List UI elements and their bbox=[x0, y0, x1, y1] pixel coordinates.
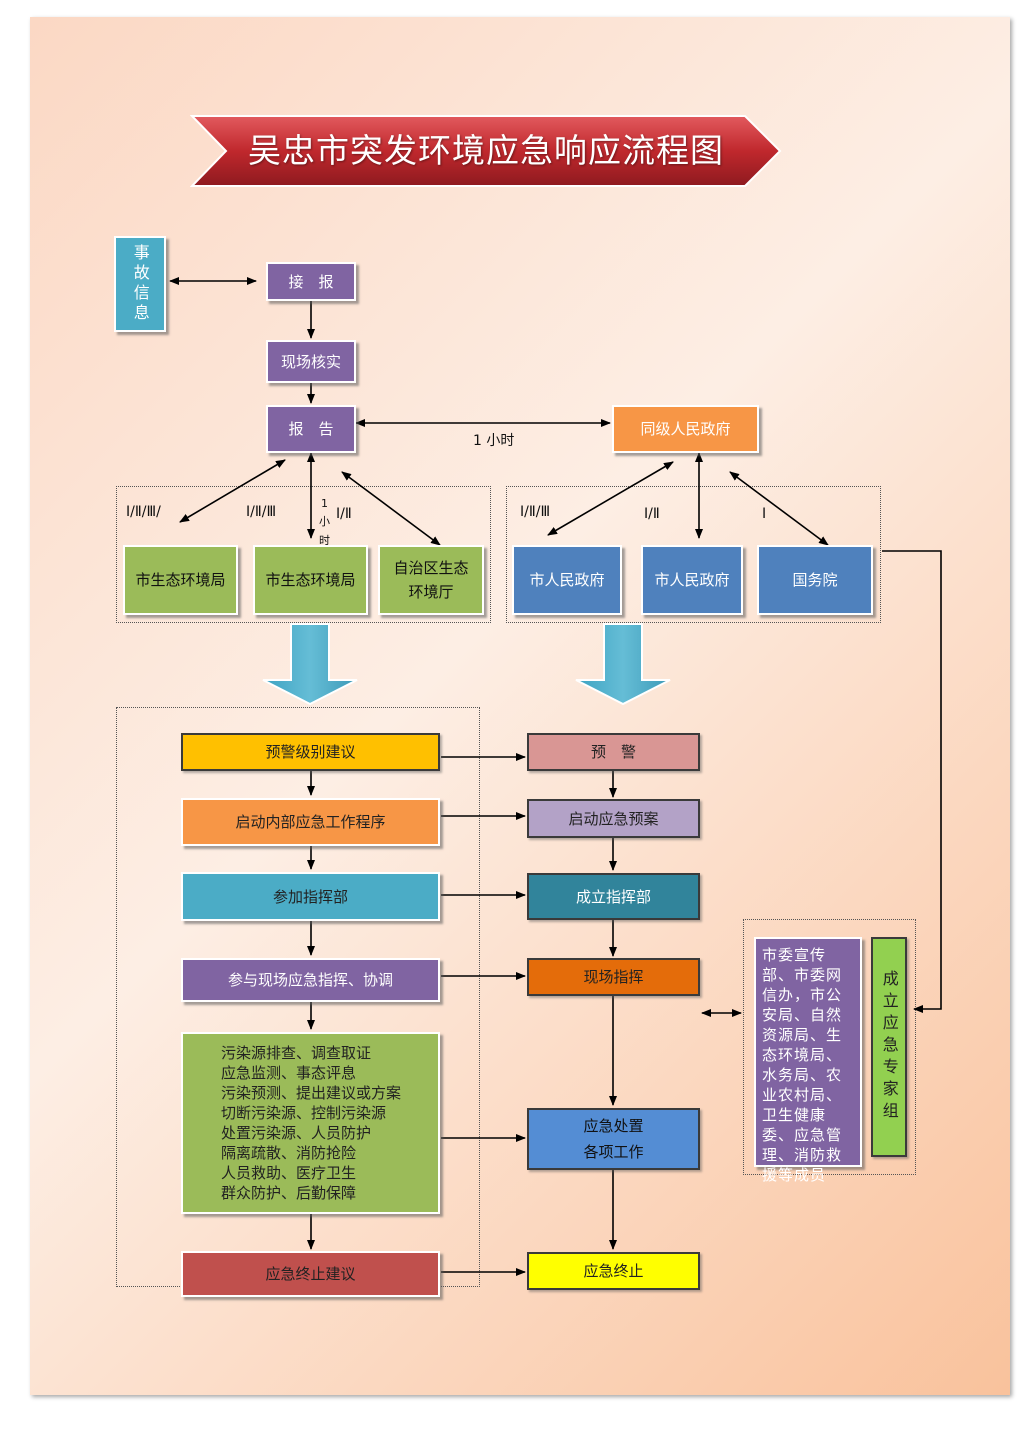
same-level-gov-label: 同级人民政府 bbox=[640, 420, 731, 438]
same-level-gov-node: 同级人民政府 bbox=[612, 405, 759, 453]
tasks-node: 污染源排查、调查取证 应急监测、事态评息 污染预测、提出建议或方案 切断污染源、… bbox=[181, 1032, 440, 1214]
city-gov-label-1: 市人民政府 bbox=[529, 571, 605, 589]
region-eco-node: 自治区生态环境厅 bbox=[378, 545, 484, 615]
page-title: 吴忠市突发环境应急响应流程图 bbox=[248, 131, 724, 170]
eco-bureau-label-1: 市生态环境局 bbox=[135, 571, 226, 589]
level-label-e: Ⅰ/Ⅱ/Ⅲ bbox=[520, 504, 551, 520]
site-command-node: 现场指挥 bbox=[527, 958, 700, 996]
city-gov-label-2: 市人民政府 bbox=[654, 571, 730, 589]
task-item-6: 隔离疏散、消防抢险 bbox=[221, 1144, 357, 1162]
verify-node: 现场核实 bbox=[266, 340, 356, 383]
task-item-8: 群众防护、后勤保障 bbox=[221, 1184, 357, 1202]
gov-group-container bbox=[506, 486, 881, 623]
warning-level-label: 预警级别建议 bbox=[265, 743, 356, 761]
site-command-label: 现场指挥 bbox=[583, 968, 644, 986]
task-item-5: 处置污染源、人员防护 bbox=[221, 1124, 372, 1142]
start-plan-label: 启动应急预案 bbox=[568, 809, 659, 828]
end-suggest-label: 应急终止建议 bbox=[265, 1265, 356, 1283]
one-hour-vertical-1: 小 bbox=[319, 515, 330, 528]
level-label-a: Ⅰ/Ⅱ/Ⅲ/ bbox=[126, 504, 161, 520]
end-node: 应急终止 bbox=[527, 1252, 700, 1290]
one-hour-vertical-2: 时 bbox=[319, 534, 330, 547]
task-item-2: 应急监测、事态评息 bbox=[221, 1064, 357, 1082]
receive-label: 接 报 bbox=[288, 272, 334, 291]
start-internal-label: 启动内部应急工作程序 bbox=[235, 813, 386, 831]
participate-site-label: 参与现场应急指挥、协调 bbox=[227, 971, 393, 989]
level-label-f: Ⅰ/Ⅱ bbox=[644, 506, 660, 522]
warning-node: 预 警 bbox=[527, 733, 700, 771]
report-label: 报 告 bbox=[288, 420, 334, 438]
level-label-b: Ⅰ/Ⅱ/Ⅲ bbox=[246, 504, 277, 520]
one-hour-vertical-num: 1 bbox=[321, 497, 328, 510]
participate-site-node: 参与现场应急指挥、协调 bbox=[181, 958, 440, 1002]
state-council-node: 国务院 bbox=[757, 545, 873, 615]
eco-bureau-node-1: 市生态环境局 bbox=[123, 545, 238, 615]
accident-info-node: 事故信息 bbox=[114, 236, 166, 332]
region-eco-label: 自治区生态环境厅 bbox=[393, 559, 469, 601]
members-container bbox=[743, 919, 916, 1175]
accident-info-label: 事故信息 bbox=[130, 244, 150, 324]
handle-work-node: 应急处置 各项工作 bbox=[527, 1108, 700, 1170]
end-suggest-node: 应急终止建议 bbox=[181, 1251, 440, 1297]
members-node: 市委宣传部、市委网信办，市公安局、自然资源局、生态环境局、水务局、农业农村局、卫… bbox=[754, 937, 862, 1184]
task-item-1: 污染源排查、调查取证 bbox=[221, 1044, 372, 1062]
join-command-node: 参加指挥部 bbox=[181, 872, 440, 921]
report-node: 报 告 bbox=[266, 405, 356, 453]
city-gov-node-1: 市人民政府 bbox=[512, 545, 622, 615]
eco-bureau-node-2: 市生态环境局 bbox=[253, 545, 368, 615]
state-council-label: 国务院 bbox=[792, 571, 838, 589]
handle-work-label-1: 应急处置 bbox=[583, 1117, 644, 1135]
one-hour-label: 1 小时 bbox=[473, 433, 515, 449]
level-label-g: Ⅰ bbox=[762, 506, 767, 522]
task-item-4: 切断污染源、控制污染源 bbox=[221, 1104, 387, 1122]
expert-group-label: 成立应急专家组 bbox=[879, 970, 899, 1124]
title-banner-shape bbox=[190, 115, 782, 187]
warning-label: 预 警 bbox=[590, 743, 636, 761]
down-arrow-right bbox=[575, 623, 671, 706]
warning-level-node: 预警级别建议 bbox=[181, 733, 440, 771]
handle-work-label-2: 各项工作 bbox=[583, 1143, 644, 1161]
task-item-7: 人员救助、医疗卫生 bbox=[221, 1164, 357, 1182]
start-plan-node: 启动应急预案 bbox=[527, 799, 700, 838]
task-item-3: 污染预测、提出建议或方案 bbox=[221, 1084, 402, 1102]
establish-command-node: 成立指挥部 bbox=[527, 873, 700, 920]
eco-bureau-label-2: 市生态环境局 bbox=[265, 571, 356, 589]
establish-command-label: 成立指挥部 bbox=[575, 887, 651, 906]
members-label: 市委宣传部、市委网信办，市公安局、自然资源局、生态环境局、水务局、农业农村局、卫… bbox=[762, 946, 843, 1184]
expert-group-node: 成立应急专家组 bbox=[871, 937, 907, 1157]
start-internal-node: 启动内部应急工作程序 bbox=[181, 798, 440, 846]
verify-label: 现场核实 bbox=[280, 352, 341, 371]
join-command-label: 参加指挥部 bbox=[272, 887, 348, 906]
receive-node: 接 报 bbox=[266, 262, 356, 301]
level-label-d: Ⅰ/Ⅱ bbox=[336, 506, 352, 522]
down-arrow-left bbox=[262, 623, 358, 706]
env-group-container bbox=[116, 486, 491, 623]
end-label: 应急终止 bbox=[583, 1262, 644, 1280]
title-banner: 吴忠市突发环境应急响应流程图 bbox=[190, 114, 782, 188]
city-gov-node-2: 市人民政府 bbox=[641, 545, 743, 615]
